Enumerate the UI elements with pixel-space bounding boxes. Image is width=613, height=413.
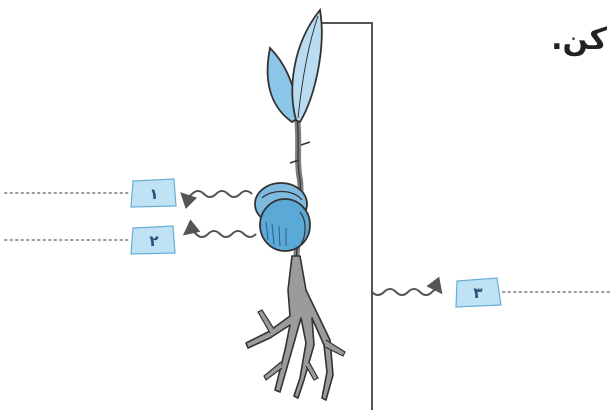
- label-box-3: ۳: [456, 278, 501, 307]
- wavy-arrow-3: [372, 289, 440, 295]
- root-system: [246, 256, 345, 400]
- label-box-2: ۲: [131, 226, 175, 254]
- plumule-leaves: [268, 10, 322, 122]
- label-1-text: ۱: [149, 185, 158, 203]
- wavy-arrow-2: [186, 231, 256, 237]
- seed-cotyledons: [255, 183, 310, 251]
- label-box-1: ۱: [131, 179, 176, 207]
- wavy-arrow-1: [183, 191, 252, 197]
- label-3-text: ۳: [473, 284, 482, 302]
- label-2-text: ۲: [149, 232, 158, 250]
